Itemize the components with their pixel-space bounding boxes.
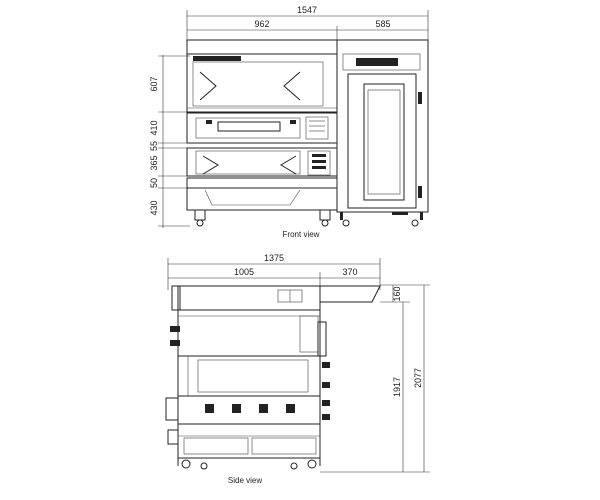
front-dim-deck1: 410 (149, 120, 159, 135)
side-view: 1375 1005 370 160 1917 2077 (165, 253, 430, 485)
front-dim-top: 607 (149, 76, 159, 91)
side-dim-hood: 160 (392, 286, 402, 301)
side-dim-total-height: 2077 (413, 368, 423, 388)
front-dim-left: 962 (254, 19, 269, 29)
front-dim-right: 585 (375, 19, 390, 29)
side-view-caption: Side view (228, 476, 262, 485)
front-view-caption: Front view (283, 230, 320, 239)
side-dim-total: 1375 (264, 253, 284, 263)
front-dim-base: 50 (149, 178, 159, 188)
side-dim-mid: 1917 (392, 377, 402, 397)
front-dim-deck2: 365 (149, 155, 159, 170)
front-view: 1547 962 585 607 410 55 365 50 430 (149, 5, 429, 239)
side-dim-left: 1005 (234, 267, 254, 277)
front-dim-stand: 430 (149, 200, 159, 215)
front-dim-gap: 55 (149, 141, 159, 151)
side-dim-lines (167, 258, 430, 473)
front-dim-total: 1547 (297, 5, 317, 15)
front-oven-unit (186, 39, 338, 227)
front-dim-lines (158, 10, 429, 228)
side-dim-right: 370 (342, 267, 357, 277)
side-machine-body (165, 285, 381, 470)
front-proofer-cabinet (336, 39, 429, 227)
